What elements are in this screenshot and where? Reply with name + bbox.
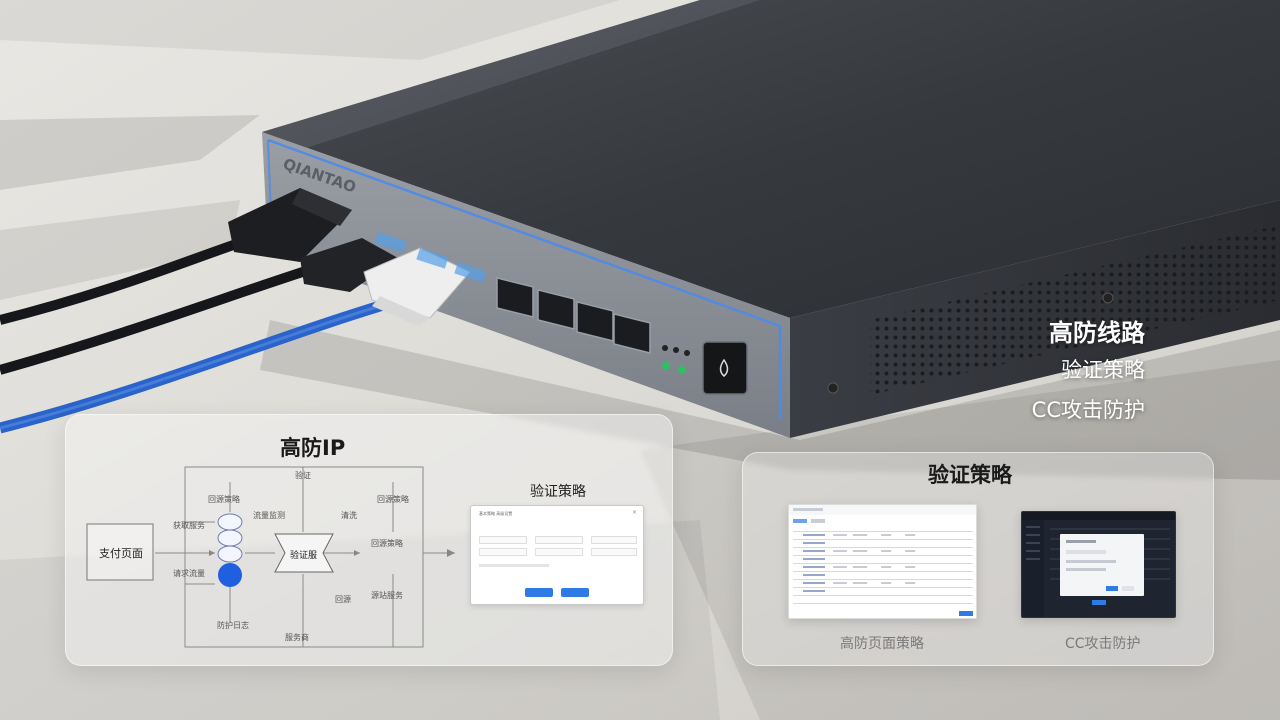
form-field-1[interactable]: [479, 536, 527, 544]
flow-label-3: 回源策略: [377, 495, 409, 504]
form-helper-line: [479, 564, 549, 567]
form-field-2[interactable]: [535, 536, 583, 544]
flow-label-6: 清洗: [341, 511, 357, 520]
form-confirm-button[interactable]: [561, 588, 589, 597]
flow-label-1: 验证: [295, 471, 311, 480]
form-card-title: 验证策略: [530, 484, 586, 500]
screenshot-light-caption: 高防页面策略: [840, 636, 924, 652]
overlay-headline-group: 高防线路 验证策略 CC攻击防护: [1032, 316, 1145, 430]
ethernet-ports: [496, 277, 651, 354]
flow-label-2: 回源策略: [208, 495, 240, 504]
close-icon[interactable]: ×: [631, 509, 637, 516]
flow-label-10: 防护日志: [217, 621, 249, 630]
flow-label-4: 获取服务: [173, 521, 205, 530]
left-panel-title: 高防IP: [280, 436, 346, 460]
form-field-4[interactable]: [479, 548, 527, 556]
form-tabs[interactable]: 基本策略 高级设置: [479, 511, 513, 516]
flow-diagram: 支付页面 验证服 验证 回源策略 回源策略 获取服务 流量监测 清洗 请求流量 …: [85, 462, 455, 652]
form-field-6[interactable]: [591, 548, 637, 556]
form-field-3[interactable]: [591, 536, 637, 544]
cables: [0, 188, 487, 434]
flow-label-11: 服务商: [285, 633, 309, 642]
screenshot-dark-cc-protection: [1021, 511, 1176, 618]
screenshot-light-policy-table: [788, 504, 977, 619]
flow-label-5: 流量监测: [253, 511, 285, 520]
right-panel-title: 验证策略: [928, 463, 1012, 487]
policy-form-card: 基本策略 高级设置 ×: [470, 505, 644, 605]
screenshot-dark-caption: CC攻击防护: [1065, 636, 1141, 652]
power-switch: [702, 341, 748, 395]
flow-label-8: 回源策略: [371, 539, 403, 548]
flow-label-9: 源站服务: [371, 591, 403, 600]
flow-center-label: 验证服: [290, 551, 318, 561]
overlay-line-2: CC攻击防护: [1031, 398, 1145, 422]
form-cancel-button[interactable]: [525, 588, 553, 597]
flow-diagram-svg: [86, 466, 455, 648]
flow-label-7: 请求流量: [173, 569, 205, 578]
overlay-headline: 高防线路: [1049, 319, 1145, 347]
dark-ui-mock: [1022, 512, 1175, 617]
flow-entry-label: 支付页面: [99, 547, 143, 560]
overlay-line-1: 验证策略: [1061, 358, 1145, 382]
form-field-5[interactable]: [535, 548, 583, 556]
light-table-mock: [789, 505, 976, 616]
device-top: [262, 0, 1280, 318]
flow-label-12: 回源: [335, 595, 351, 604]
